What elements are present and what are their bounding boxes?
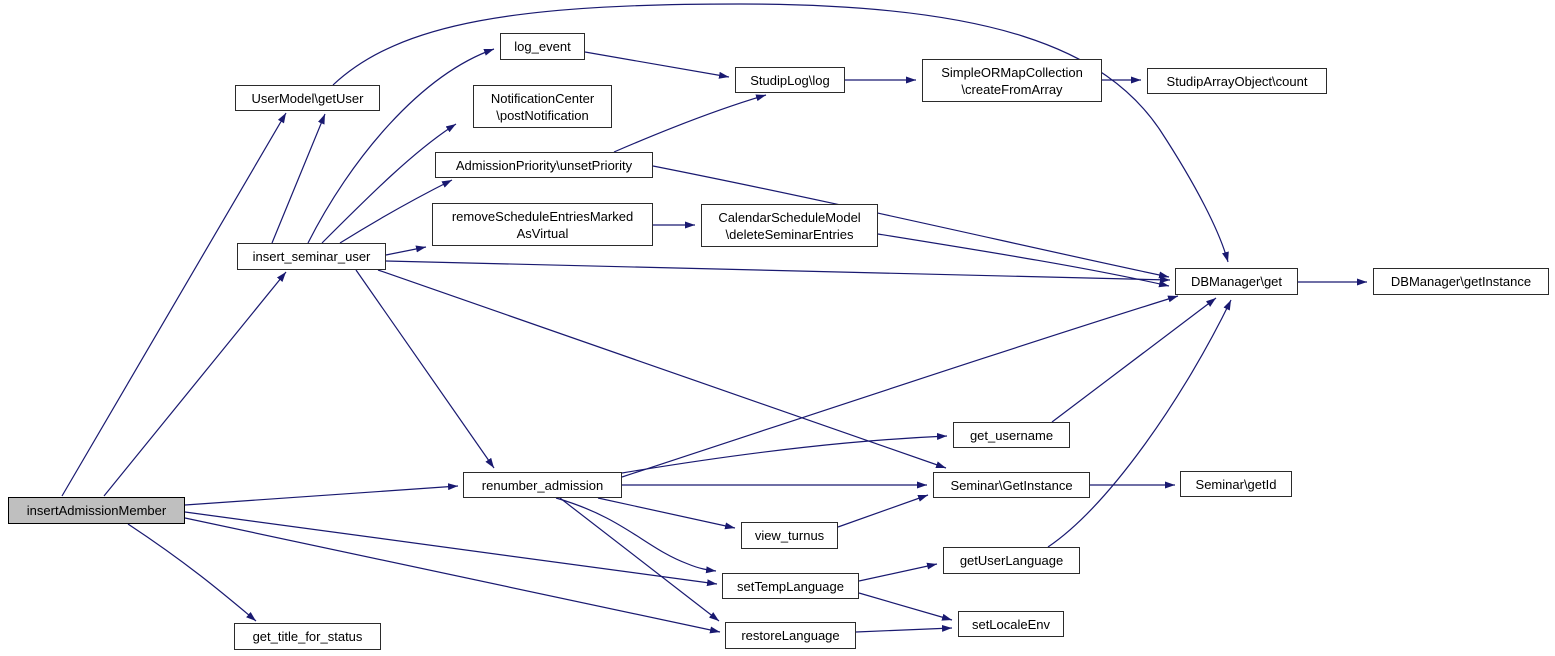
node-view-turnus[interactable]: view_turnus bbox=[741, 522, 838, 549]
edge-insert-seminar-user-to-seminar-get-instance bbox=[377, 269, 947, 469]
edge-renumber-admission-to-view-turnus bbox=[597, 497, 736, 530]
node-insert-admission-member: insertAdmissionMember bbox=[8, 497, 185, 524]
node-get-user-language[interactable]: getUserLanguage bbox=[943, 547, 1080, 574]
edge-log-event-to-studip-log bbox=[584, 51, 730, 79]
edge-insert-seminar-user-to-db-manager-get bbox=[385, 260, 1171, 284]
node-label: StudipArrayObject\count bbox=[1166, 73, 1308, 89]
edge-insert-seminar-user-to-remove-schedule-entries bbox=[385, 245, 427, 256]
edge-renumber-admission-to-db-manager-get bbox=[621, 295, 1179, 478]
node-user-model-get-user[interactable]: UserModel\getUser bbox=[235, 85, 380, 111]
edge-renumber-admission-to-get-username bbox=[621, 432, 948, 474]
edge-set-temp-language-to-set-locale-env bbox=[858, 592, 953, 621]
node-remove-schedule-entries-marked-as-virtual[interactable]: removeScheduleEntriesMarked AsVirtual bbox=[432, 203, 653, 246]
edge-insert-seminar-user-to-admission-priority bbox=[339, 179, 453, 244]
edge-renumber-admission-to-restore-language bbox=[559, 497, 720, 622]
node-label: renumber_admission bbox=[481, 477, 604, 493]
node-label: view_turnus bbox=[754, 528, 825, 543]
node-label: get_title_for_status bbox=[252, 629, 363, 644]
edge-insert-seminar-user-to-log-event bbox=[307, 48, 495, 244]
node-studip-array-object-count[interactable]: StudipArrayObject\count bbox=[1147, 68, 1327, 94]
edge-insert-admission-member-to-renumber-admission bbox=[184, 483, 459, 506]
edge-insert-seminar-user-to-user-model-get-user bbox=[271, 113, 326, 244]
edge-renumber-admission-to-set-temp-language bbox=[555, 497, 717, 574]
node-set-temp-language[interactable]: setTempLanguage bbox=[722, 573, 859, 599]
node-simple-or-map-collection-create-from-array[interactable]: SimpleORMapCollection \createFromArray bbox=[922, 59, 1102, 102]
node-label: SimpleORMapCollection \createFromArray bbox=[941, 64, 1083, 97]
node-label: Seminar\GetInstance bbox=[950, 477, 1073, 493]
node-label: CalendarScheduleModel \deleteSeminarEntr… bbox=[718, 209, 861, 242]
edge-insert-admission-member-to-user-model-get-user bbox=[61, 112, 287, 497]
edge-insert-admission-member-to-insert-seminar-user bbox=[103, 271, 287, 497]
node-restore-language[interactable]: restoreLanguage bbox=[725, 622, 856, 649]
edge-set-temp-language-to-get-user-language bbox=[858, 562, 938, 582]
node-label: log_event bbox=[514, 39, 571, 54]
edge-get-username-to-db-manager-get bbox=[1051, 297, 1217, 423]
node-label: setLocaleEnv bbox=[971, 616, 1051, 632]
node-label: setTempLanguage bbox=[737, 578, 844, 594]
edge-restore-language-to-set-locale-env bbox=[855, 624, 953, 633]
node-calendar-schedule-model-delete-seminar-entries[interactable]: CalendarScheduleModel \deleteSeminarEntr… bbox=[701, 204, 878, 247]
node-set-locale-env[interactable]: setLocaleEnv bbox=[958, 611, 1064, 637]
node-label: Seminar\getId bbox=[1195, 476, 1277, 492]
node-label: DBManager\get bbox=[1190, 274, 1283, 289]
node-label: AdmissionPriority\unsetPriority bbox=[455, 157, 633, 173]
node-label: restoreLanguage bbox=[741, 628, 840, 643]
node-seminar-get-instance[interactable]: Seminar\GetInstance bbox=[933, 472, 1090, 498]
node-label: insertAdmissionMember bbox=[26, 503, 167, 518]
node-seminar-get-id[interactable]: Seminar\getId bbox=[1180, 471, 1292, 497]
node-label: getUserLanguage bbox=[959, 553, 1064, 568]
node-db-manager-get-instance[interactable]: DBManager\getInstance bbox=[1373, 268, 1549, 295]
node-label: removeScheduleEntriesMarked AsVirtual bbox=[451, 208, 634, 241]
node-db-manager-get[interactable]: DBManager\get bbox=[1175, 268, 1298, 295]
edge-admission-priority-to-studip-log bbox=[613, 94, 767, 153]
edge-insert-admission-member-to-set-temp-language bbox=[184, 511, 718, 587]
edge-get-user-language-to-db-manager-get bbox=[1047, 299, 1232, 548]
node-label: insert_seminar_user bbox=[252, 249, 371, 264]
node-get-username[interactable]: get_username bbox=[953, 422, 1070, 448]
node-label: StudipLog\log bbox=[750, 72, 830, 88]
edge-user-model-get-user-to-db-manager-get bbox=[332, 3, 1229, 263]
edge-insert-admission-member-to-restore-language bbox=[184, 517, 721, 634]
node-log-event[interactable]: log_event bbox=[500, 33, 585, 60]
edge-insert-seminar-user-to-renumber-admission bbox=[355, 269, 495, 469]
edge-view-turnus-to-seminar-get-instance bbox=[837, 494, 929, 528]
node-renumber-admission[interactable]: renumber_admission bbox=[463, 472, 622, 498]
node-get-title-for-status[interactable]: get_title_for_status bbox=[234, 623, 381, 650]
node-studip-log[interactable]: StudipLog\log bbox=[735, 67, 845, 93]
node-insert-seminar-user[interactable]: insert_seminar_user bbox=[237, 243, 386, 270]
node-label: UserModel\getUser bbox=[251, 90, 364, 106]
node-label: NotificationCenter \postNotification bbox=[490, 90, 595, 123]
node-notification-center-post-notification[interactable]: NotificationCenter \postNotification bbox=[473, 85, 612, 128]
edge-calendar-schedule-model-to-db-manager-get bbox=[877, 233, 1170, 288]
node-label: DBManager\getInstance bbox=[1390, 274, 1532, 289]
node-admission-priority-unset-priority[interactable]: AdmissionPriority\unsetPriority bbox=[435, 152, 653, 178]
edge-insert-seminar-user-to-notification-center bbox=[321, 123, 457, 244]
edge-admission-priority-to-db-manager-get bbox=[652, 165, 1170, 279]
edge-insert-admission-member-to-get-title-for-status bbox=[127, 523, 257, 622]
node-label: get_username bbox=[969, 427, 1054, 443]
